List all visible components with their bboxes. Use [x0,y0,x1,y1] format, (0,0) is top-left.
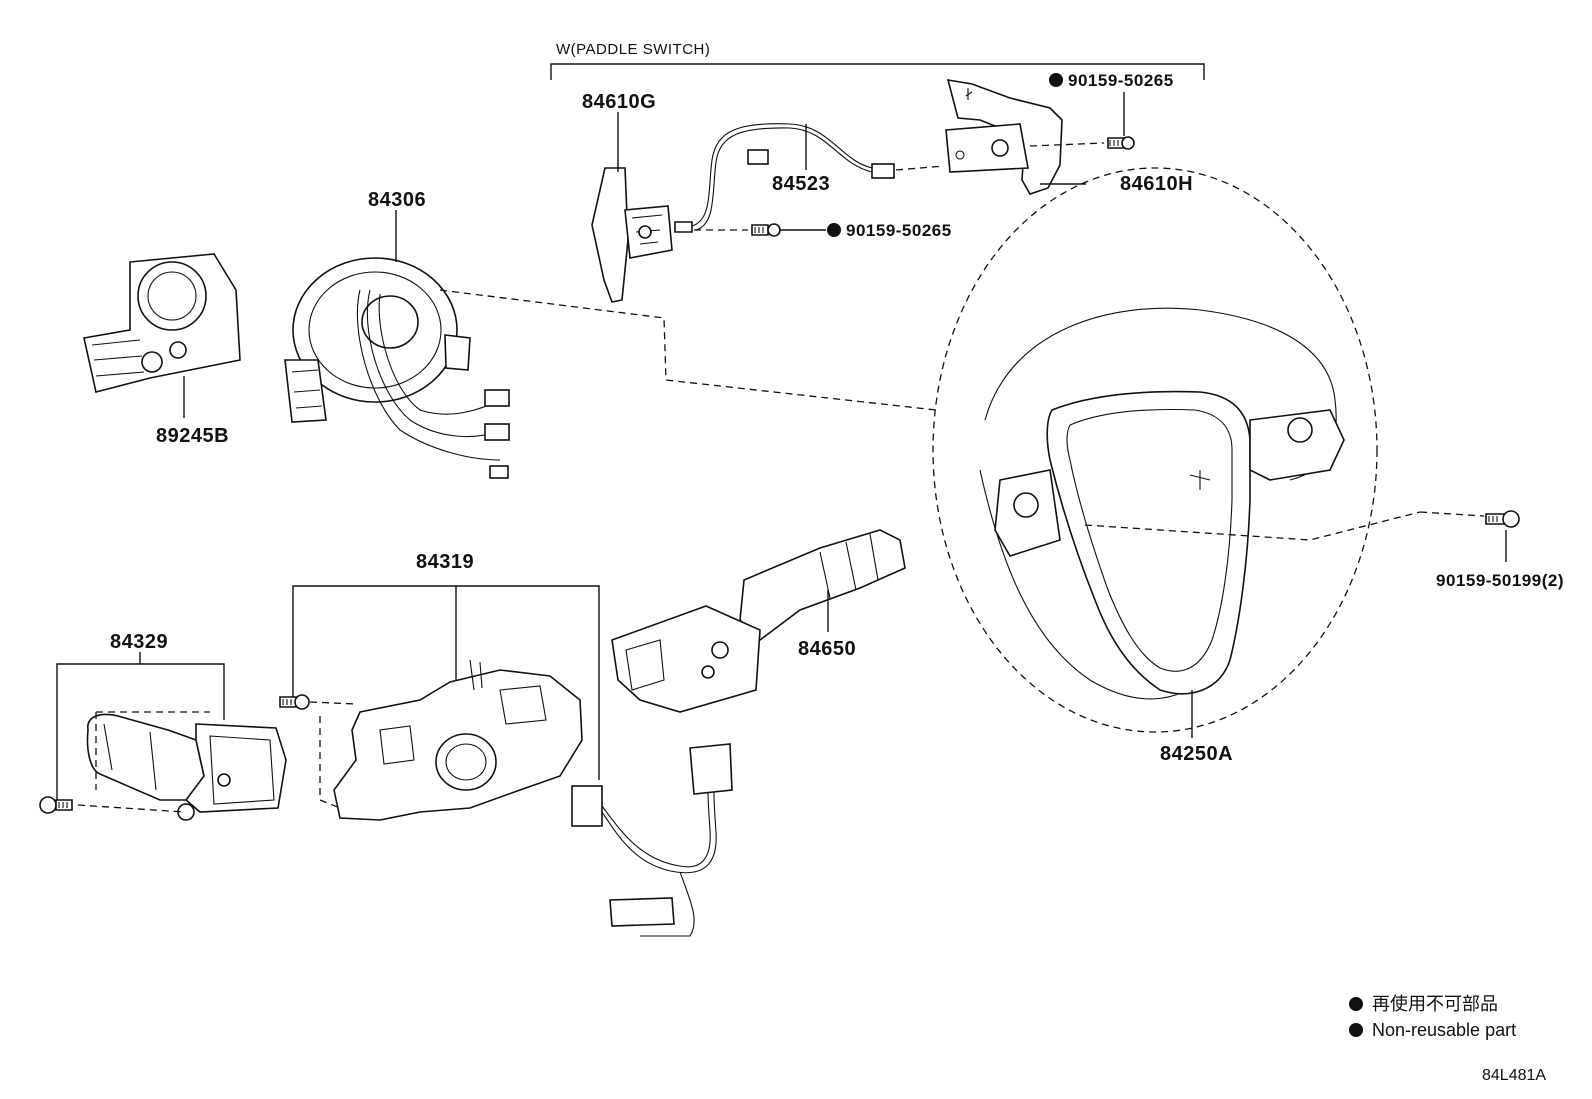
part-label-84610H: 84610H [1120,173,1193,195]
legend-text-en: Non-reusable part [1372,1020,1516,1040]
legend-text-ja: 再使用不可部品 [1372,994,1498,1014]
paddle-switch-group-label: W(PADDLE SWITCH) [556,41,710,58]
part-label-90159-50265-mid: 90159-50265 [846,221,952,240]
legend-marker-ja [1349,997,1363,1011]
combination-switch-harness [571,743,733,937]
screw-top [1107,136,1135,150]
steering-sensor [83,253,241,393]
non-reusable-marker-mid [827,223,841,237]
steering-wheel [932,167,1378,733]
part-label-84329: 84329 [110,631,168,653]
paddle-switch-left [591,167,693,303]
part-label-84319: 84319 [416,551,474,573]
screw-middle [751,223,781,237]
paddle-switch-bracket [550,63,1205,80]
part-label-90159-50265-top: 90159-50265 [1068,71,1174,90]
dash-spiral-to-wheel [439,289,937,411]
combination-switch-body [333,659,583,821]
legend-marker-en [1349,1023,1363,1037]
bolt-right [1485,510,1520,528]
spiral-cable [284,257,510,479]
part-label-84250A: 84250A [1160,743,1233,765]
turn-signal-switch [86,713,287,821]
non-reusable-marker-top [1049,73,1063,87]
part-label-84650: 84650 [798,638,856,660]
part-label-89245B: 89245B [156,425,229,447]
paddle-wire-harness [691,123,895,231]
bracket-84319 [292,585,600,780]
part-label-84610G: 84610G [582,91,656,113]
part-label-90159-50199: 90159-50199(2) [1436,571,1564,590]
screw-84319 [279,694,310,710]
diagram-code: 84L481A [1482,1067,1546,1084]
screw-84329 [39,796,73,814]
part-label-84306: 84306 [368,189,426,211]
part-label-84523: 84523 [772,173,830,195]
paddle-switch-right [945,79,1063,195]
wiper-switch [611,529,906,713]
